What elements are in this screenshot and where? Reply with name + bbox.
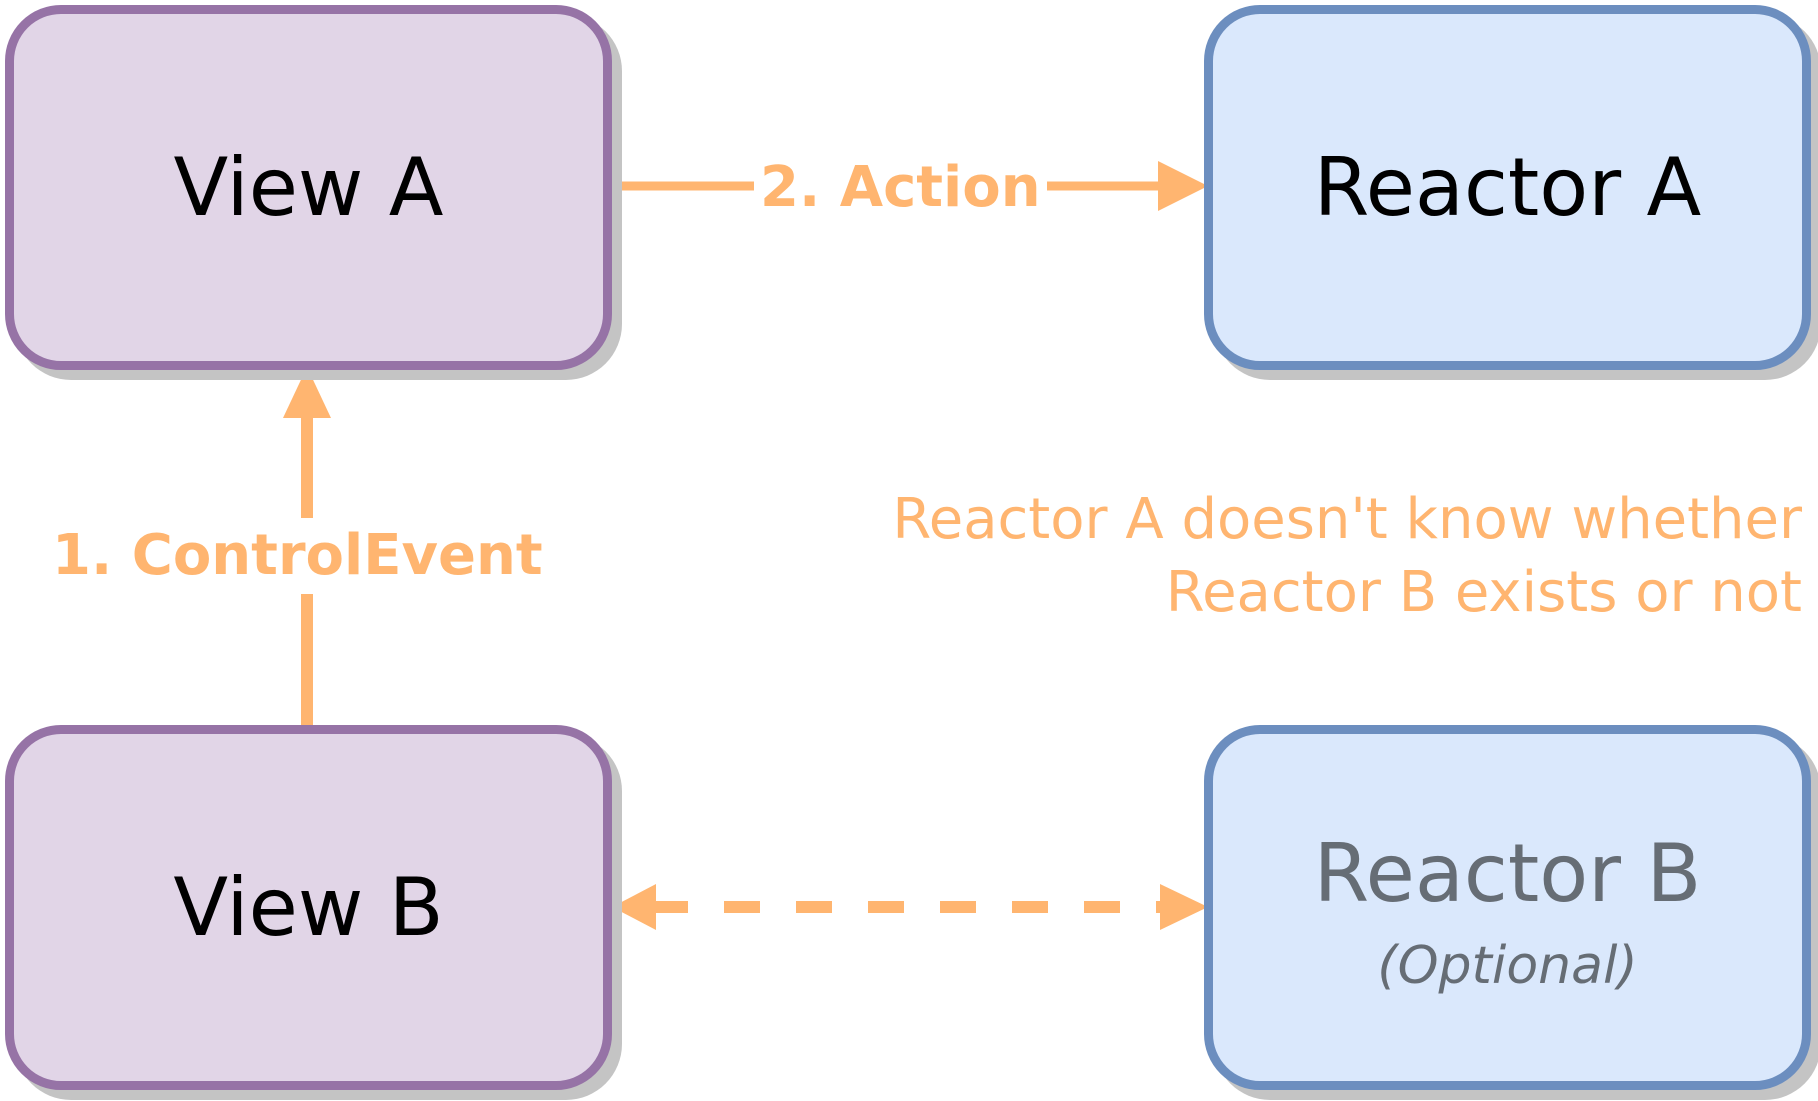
node-reactor-b: Reactor B (Optional) <box>1204 725 1811 1090</box>
node-reactor-a-label: Reactor A <box>1313 140 1702 234</box>
edge-control-event-arrowhead <box>283 367 331 418</box>
independence-note: Reactor A doesn't know whether Reactor B… <box>892 483 1802 629</box>
node-reactor-b-label: Reactor B <box>1313 827 1702 920</box>
edge-action-arrowhead <box>1158 161 1208 211</box>
independence-note-line-1: Reactor A doesn't know whether <box>892 487 1802 552</box>
node-view-b: View B <box>5 725 612 1090</box>
node-reactor-b-sublabel: (Optional) <box>1377 936 1638 996</box>
node-view-a: View A <box>5 5 612 370</box>
node-view-a-label: View A <box>173 140 444 234</box>
node-view-b-label: View B <box>173 860 444 954</box>
edge-optional-link-arrowhead-left <box>612 884 656 930</box>
independence-note-line-2: Reactor B exists or not <box>1165 560 1802 625</box>
edge-control-event-label: 1. ControlEvent <box>48 518 547 594</box>
edge-optional-link <box>612 884 1208 930</box>
edge-action-label: 2. Action <box>754 160 1047 216</box>
node-reactor-a: Reactor A <box>1204 5 1811 370</box>
edge-optional-link-arrowhead-right <box>1160 884 1208 930</box>
